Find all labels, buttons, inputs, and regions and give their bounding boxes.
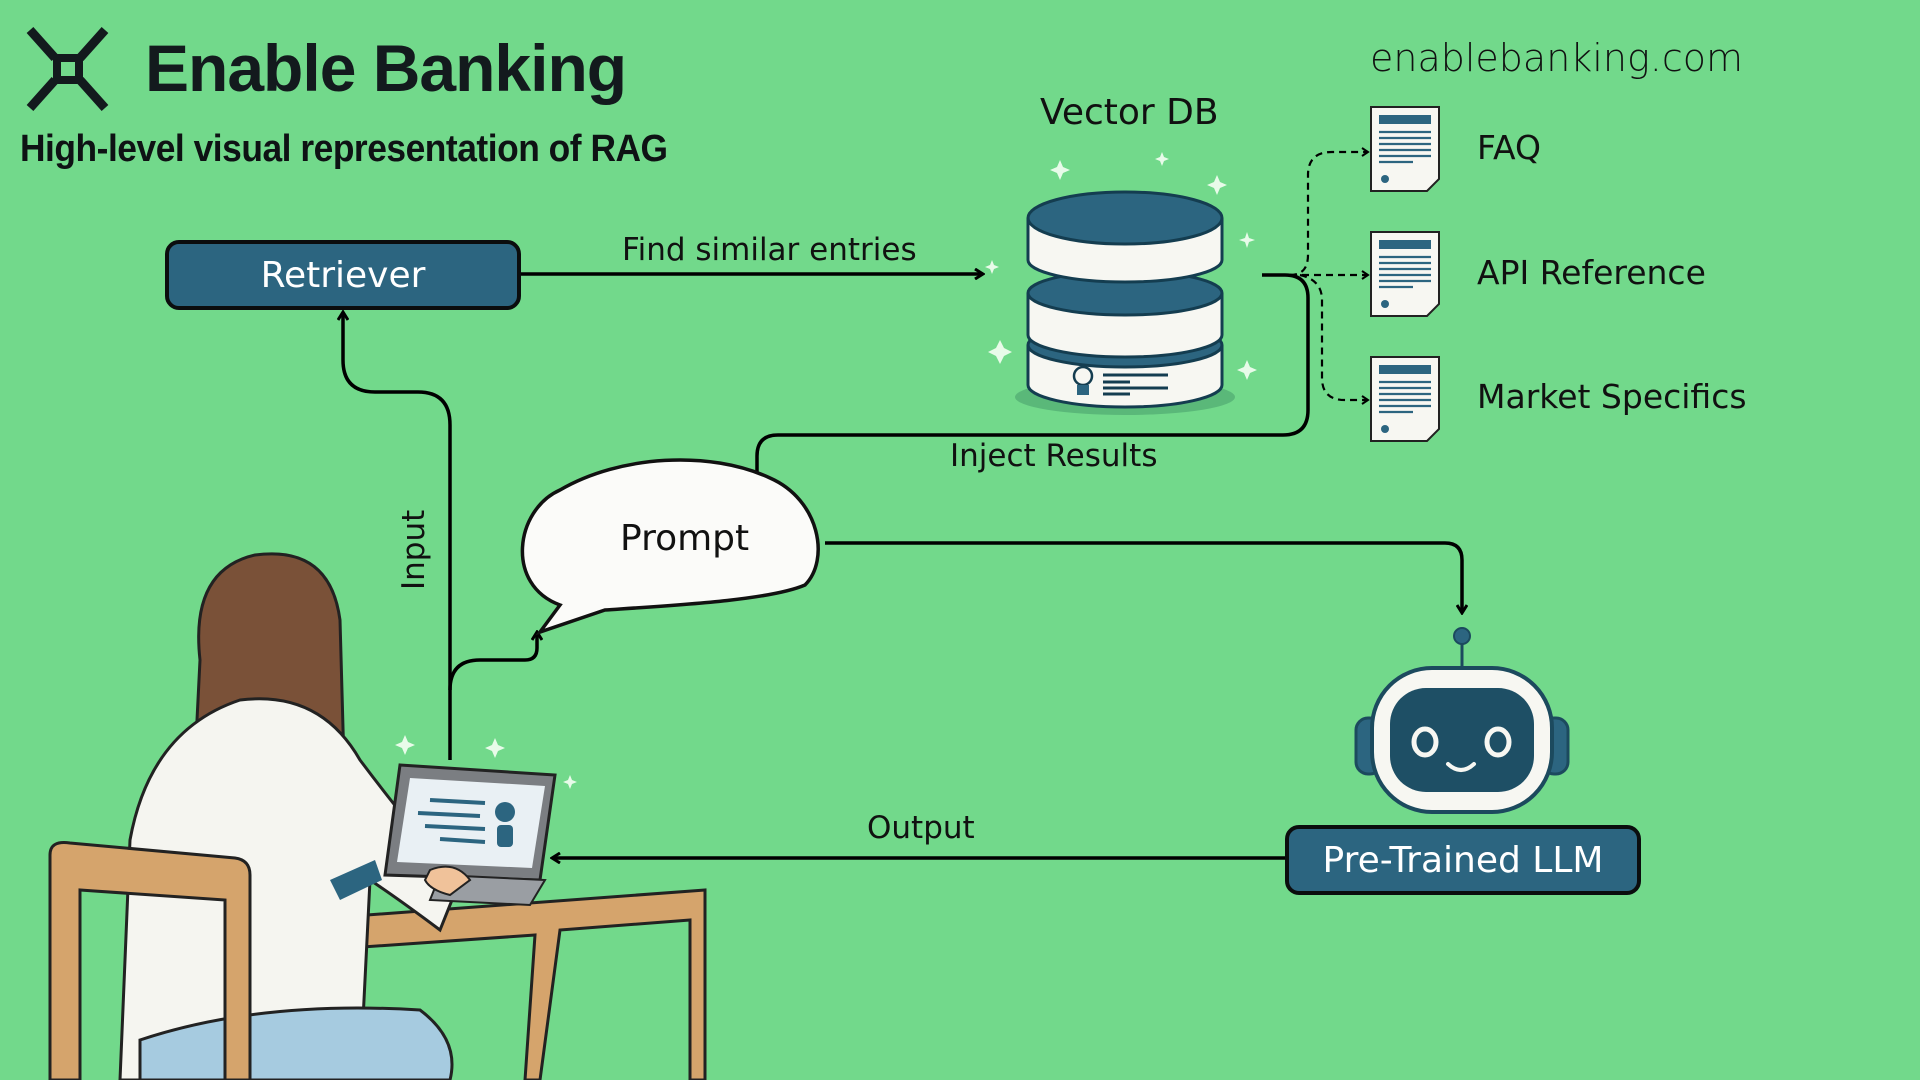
input-label: Input — [396, 509, 432, 590]
vector-db-label: Vector DB — [1040, 92, 1219, 133]
prompt-label: Prompt — [620, 518, 750, 559]
output-label: Output — [867, 810, 975, 846]
enable-banking-logo-icon — [26, 27, 109, 111]
inject-results-label: Inject Results — [950, 438, 1158, 474]
arrow-inject-results — [757, 273, 1310, 480]
arrow-input-to-prompt — [448, 633, 537, 691]
vector-db-icon — [1015, 190, 1235, 415]
sparkle-icons — [395, 152, 1257, 789]
arrow-prompt-to-llm — [825, 541, 1462, 612]
document-icon — [1370, 106, 1440, 442]
dashed-doc-links — [1289, 147, 1370, 405]
page-subtitle: High-level visual representation of RAG — [20, 128, 668, 170]
prompt-bubble-shape — [520, 458, 820, 636]
retriever-label: Retriever — [260, 254, 426, 296]
arrow-input — [343, 313, 452, 760]
find-similar-label: Find similar entries — [622, 232, 917, 268]
robot-llm-icon — [1354, 627, 1570, 814]
brand-name: Enable Banking — [145, 31, 627, 105]
website-url: enablebanking.com — [1370, 36, 1743, 80]
doc-label-market-specifics: Market Specifics — [1477, 377, 1747, 416]
doc-label-faq: FAQ — [1477, 128, 1541, 167]
llm-label: Pre-Trained LLM — [1322, 839, 1604, 881]
person-at-laptop-illustration — [48, 552, 707, 1080]
llm-node: Pre-Trained LLM — [1285, 825, 1641, 895]
retriever-node: Retriever — [165, 240, 521, 310]
doc-label-api-reference: API Reference — [1477, 253, 1706, 292]
